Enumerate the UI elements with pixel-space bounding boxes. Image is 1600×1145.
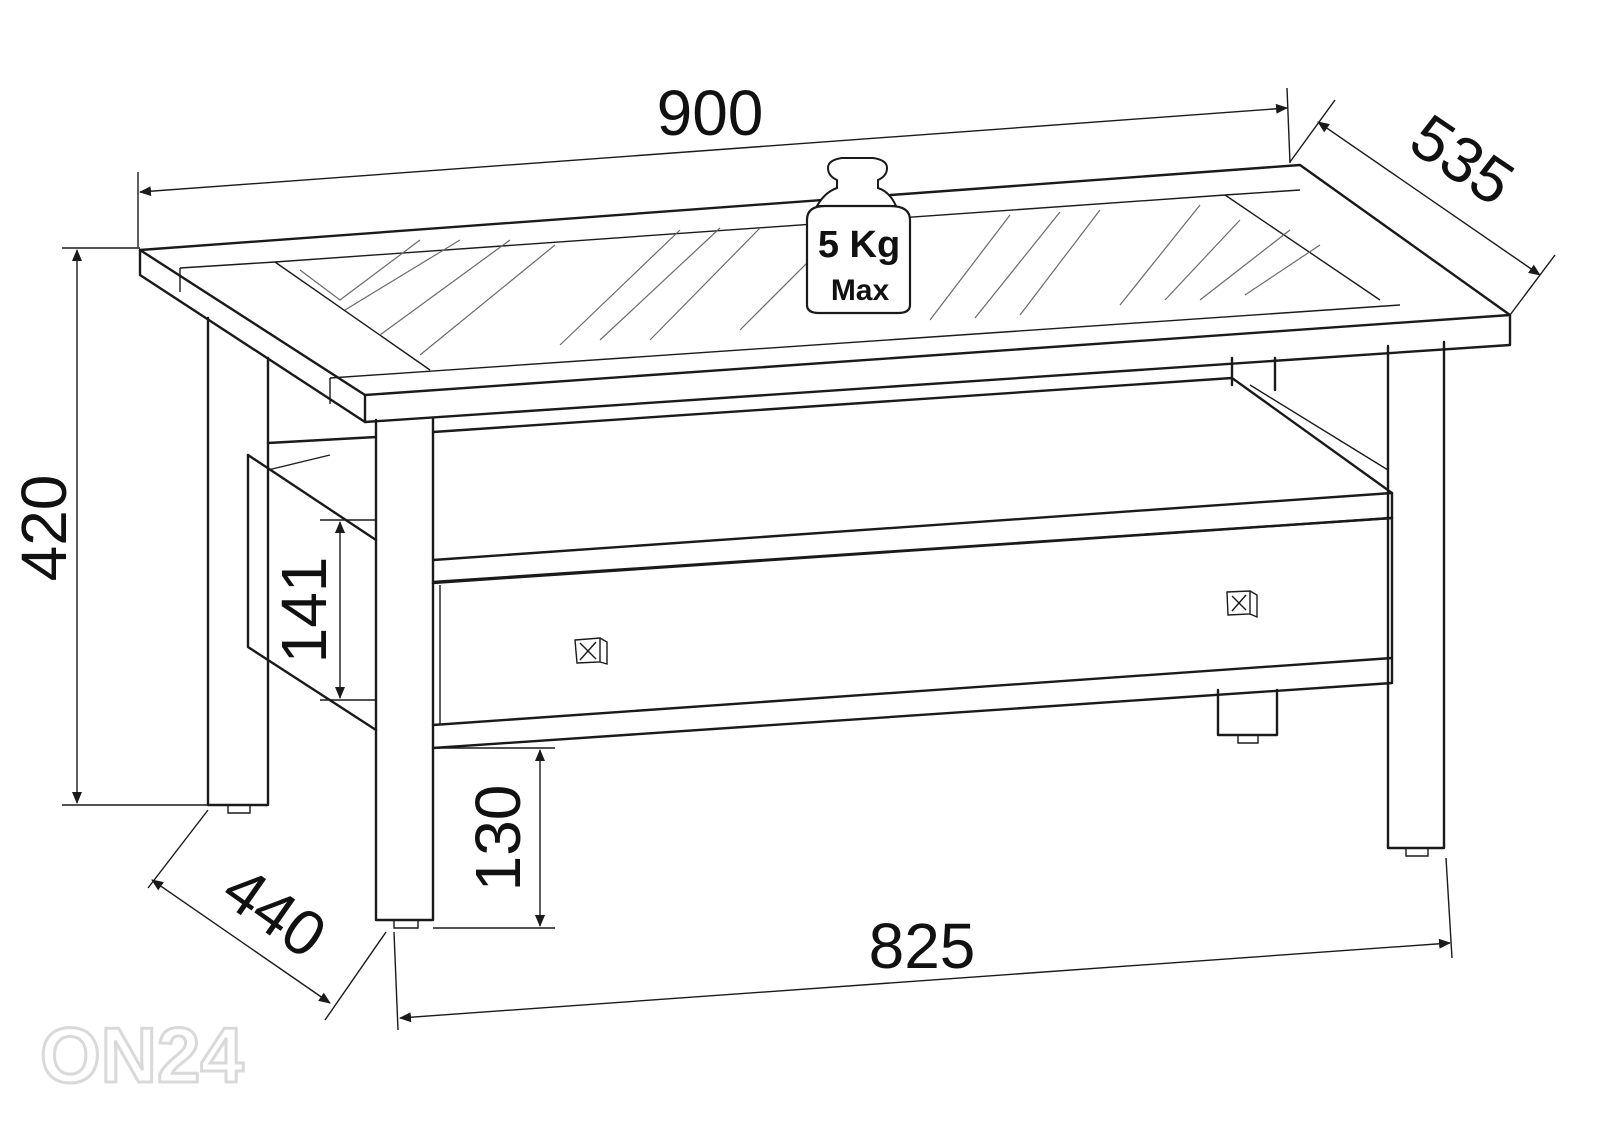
drawer [431, 516, 1394, 750]
back-right-leg [1216, 356, 1279, 744]
dimension-shelf-gap: 141 [268, 519, 376, 701]
dimension-depth: 535 [1289, 99, 1556, 316]
dimension-height: 420 [8, 247, 208, 806]
drawer-knob-left [574, 637, 608, 665]
glass-panel [299, 204, 1321, 356]
drawer-knob-right [1226, 590, 1258, 619]
side-panel [246, 453, 378, 732]
dimension-leg-depth: 440 [147, 809, 387, 1021]
dimension-leg-span-label: 825 [869, 910, 976, 982]
dimension-leg-depth-label: 440 [210, 852, 339, 972]
dimension-leg-span: 825 [393, 857, 1453, 1031]
dimension-height-label: 420 [8, 475, 80, 582]
table-top [138, 163, 1512, 424]
weight-icon: 5 Kg Max [805, 157, 912, 315]
load-value: 5 Kg [818, 224, 900, 266]
dimension-depth-label: 535 [1398, 100, 1527, 219]
front-right-leg [1386, 340, 1446, 857]
dimension-width-label: 900 [657, 77, 764, 149]
watermark-logo: ON24 [40, 1011, 244, 1099]
dimension-shelf-gap-label: 141 [268, 557, 340, 664]
dimension-floor-clearance-label: 130 [462, 785, 534, 892]
front-left-leg [374, 416, 435, 929]
dimension-width: 900 [137, 77, 1291, 247]
middle-shelf [266, 376, 1394, 584]
back-left-leg [206, 316, 270, 814]
dimension-floor-clearance: 130 [433, 747, 555, 929]
load-qualifier: Max [831, 274, 890, 307]
